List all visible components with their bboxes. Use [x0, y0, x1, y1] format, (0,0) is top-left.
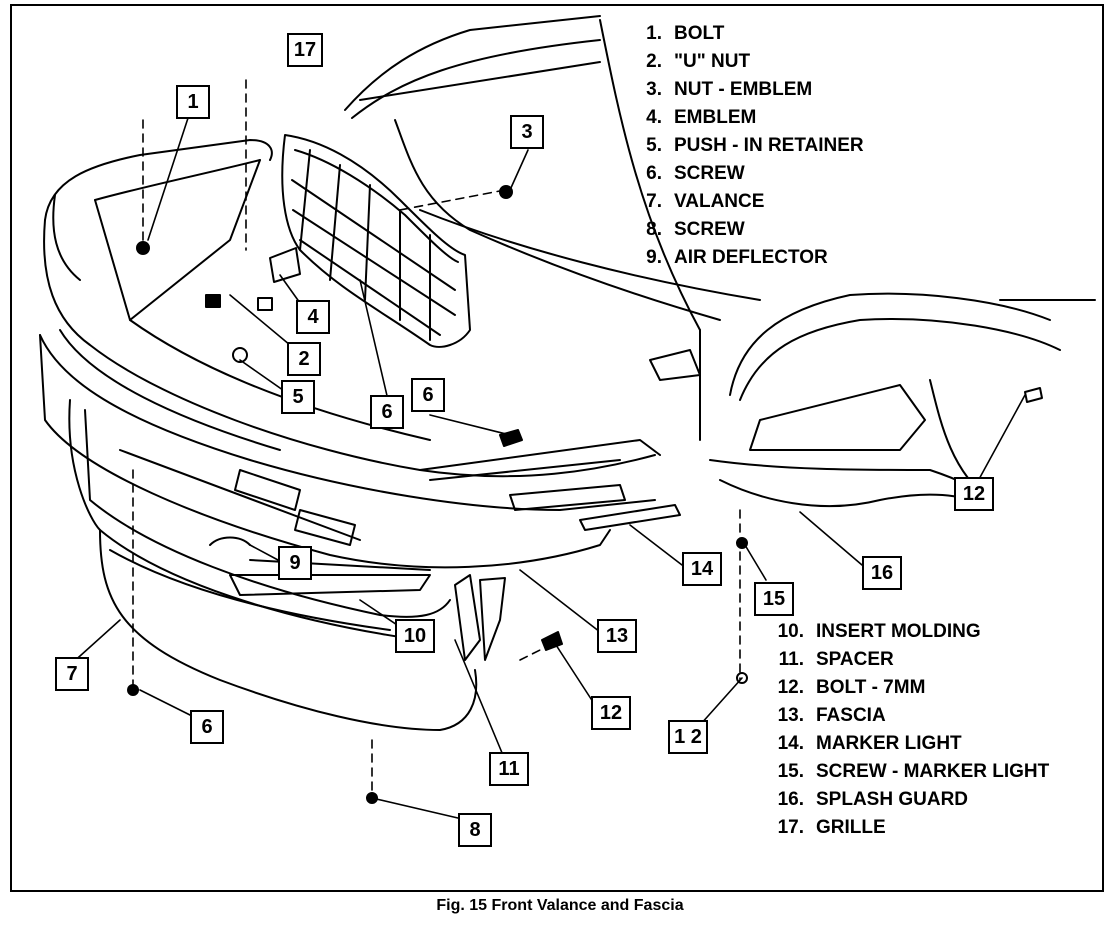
legend-item: 13.FASCIA: [777, 705, 886, 726]
valance-part: [68, 399, 478, 731]
callout-12: 12: [591, 696, 631, 730]
legend-item: 9.AIR DEFLECTOR: [646, 247, 828, 268]
fender-splash-guard-part: [649, 292, 1096, 508]
callout-9: 9: [278, 546, 312, 580]
callout-11: 11: [489, 752, 529, 786]
callout-13: 13: [597, 619, 637, 653]
grille-part: [281, 134, 471, 348]
legend-item: 16.SPLASH GUARD: [777, 789, 969, 810]
parts-legend-bottom: 10.INSERT MOLDING 11.SPACER 12.BOLT - 7M…: [770, 618, 1050, 842]
callout-8: 8: [458, 813, 492, 847]
legend-item: 5.PUSH - IN RETAINER: [646, 135, 864, 156]
callout-12: 12: [954, 477, 994, 511]
callout-2: 2: [287, 342, 321, 376]
legend-item: 10.INSERT MOLDING: [777, 621, 981, 642]
callout-6: 6: [190, 710, 224, 744]
callout-12: 1 2: [668, 720, 708, 754]
callout-6: 6: [370, 395, 404, 429]
legend-item: 7.VALANCE: [646, 191, 765, 212]
callout-10: 10: [395, 619, 435, 653]
callout-15: 15: [754, 582, 794, 616]
fascia-part: [39, 139, 661, 569]
spacer-part: [454, 574, 506, 661]
legend-item: 12.BOLT - 7MM: [777, 677, 926, 698]
parts-legend-top: 1.BOLT 2."U" NUT 3.NUT - EMBLEM 4.EMBLEM…: [628, 20, 864, 272]
legend-item: 2."U" NUT: [646, 51, 751, 72]
legend-item: 11.SPACER: [778, 649, 894, 670]
legend-item: 14.MARKER LIGHT: [777, 733, 962, 754]
callout-16: 16: [862, 556, 902, 590]
callout-17: 17: [287, 33, 323, 67]
callout-4: 4: [296, 300, 330, 334]
callout-7: 7: [55, 657, 89, 691]
callout-5: 5: [281, 380, 315, 414]
legend-item: 8.SCREW: [646, 219, 745, 240]
figure-frame: [10, 4, 1104, 892]
marker-light-part: [509, 484, 681, 531]
legend-item: 3.NUT - EMBLEM: [646, 79, 813, 100]
callout-6: 6: [411, 378, 445, 412]
legend-item: 6.SCREW: [646, 163, 745, 184]
callout-14: 14: [682, 552, 722, 586]
hood-outline: [344, 15, 761, 331]
callout-1: 1: [176, 85, 210, 119]
figure-caption: Fig. 15 Front Valance and Fascia: [436, 897, 684, 914]
legend-item: 15.SCREW - MARKER LIGHT: [777, 761, 1050, 782]
fasteners: [127, 185, 1043, 804]
callout-3: 3: [510, 115, 544, 149]
legend-item: 1.BOLT: [646, 23, 725, 44]
legend-item: 17.GRILLE: [777, 817, 886, 838]
legend-item: 4.EMBLEM: [646, 107, 757, 128]
